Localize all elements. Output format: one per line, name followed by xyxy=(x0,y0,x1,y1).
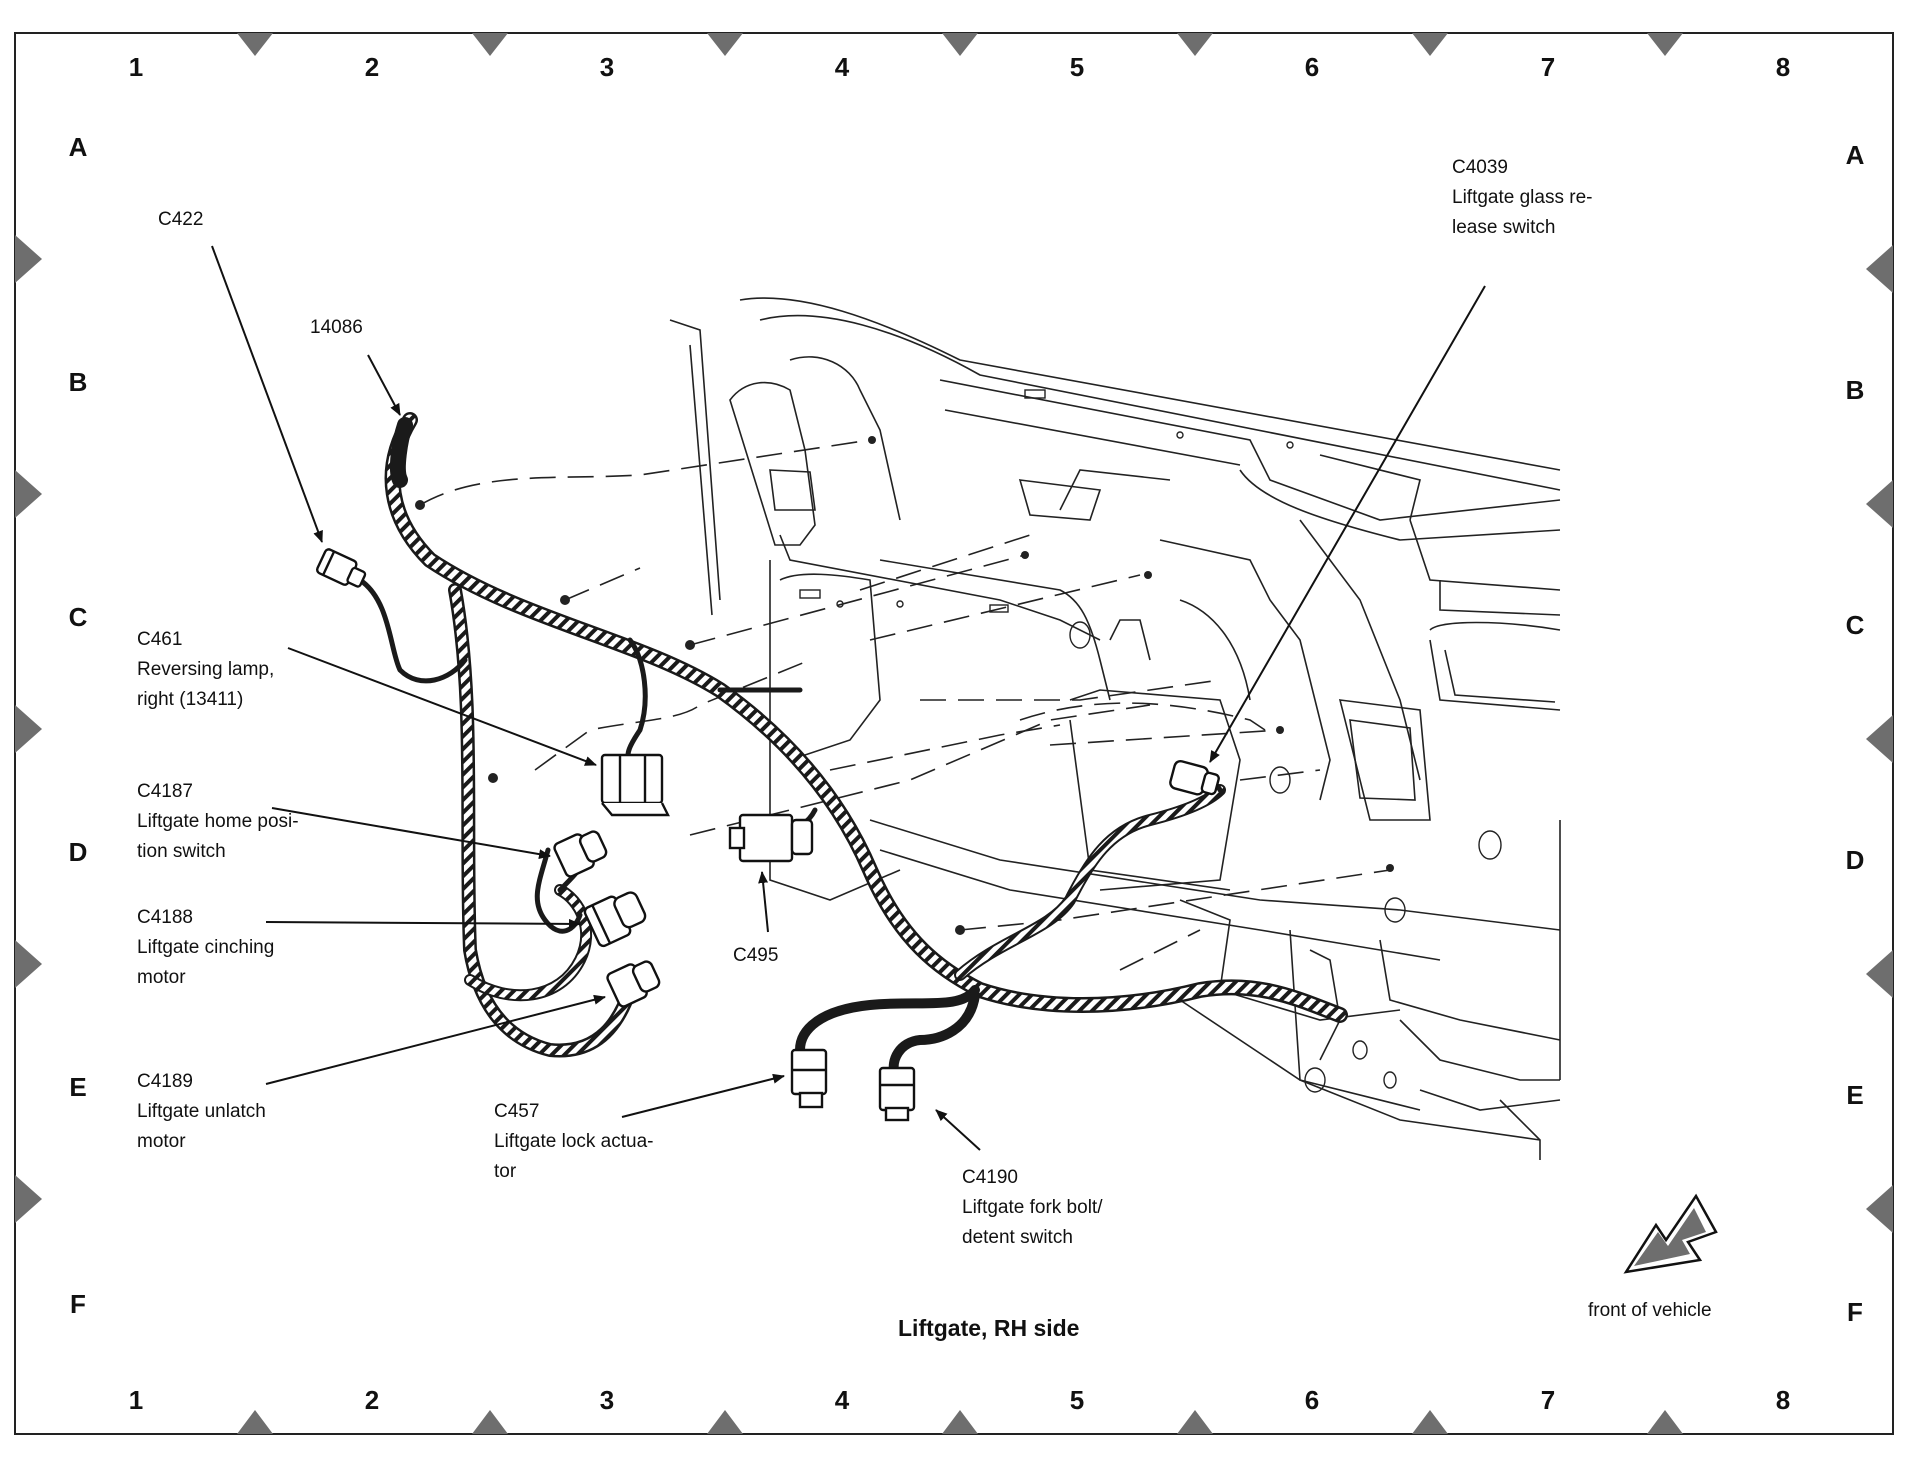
callout-c4190: C4190 Liftgate fork bolt/ detent switch xyxy=(962,1163,1102,1253)
grid-column-label: 2 xyxy=(364,1385,380,1415)
connector-c4039-shape xyxy=(1169,759,1220,796)
leader-c495 xyxy=(758,871,769,933)
leader-c4039 xyxy=(1209,285,1486,763)
orientation-label: front of vehicle xyxy=(1588,1300,1712,1321)
leader-c457 xyxy=(621,1073,785,1118)
leader-c4190 xyxy=(935,1109,981,1151)
body-holes xyxy=(799,389,1502,1093)
leader-14086 xyxy=(367,354,401,416)
callout-desc-line: motor xyxy=(137,967,186,988)
grid-row-label: E xyxy=(1846,1080,1864,1110)
grid-column-label: 5 xyxy=(1069,1385,1085,1415)
grid-column-label: 6 xyxy=(1304,1385,1320,1415)
callout-desc-line: Liftgate home posi- xyxy=(137,811,299,832)
connector-c4188-shape xyxy=(583,891,647,948)
callout-c4188: C4188 Liftgate cinching motor xyxy=(137,903,274,993)
grid-row-label: D xyxy=(1845,845,1865,875)
leader-c4189 xyxy=(265,994,606,1085)
grid-column-label: 5 xyxy=(1069,52,1085,82)
callout-desc-line: Reversing lamp, xyxy=(137,659,275,680)
connector-c422-shape xyxy=(315,548,367,588)
callout-desc-line: Liftgate glass re- xyxy=(1452,187,1593,208)
fastener-dashed-lines xyxy=(419,439,1391,971)
callout-desc-line: Liftgate cinching xyxy=(137,937,275,958)
connector-c457-shape xyxy=(790,1048,828,1109)
grid-column-label: 6 xyxy=(1304,52,1320,82)
connector-c461-shape xyxy=(600,753,670,817)
liftgate-body-panel xyxy=(669,297,1561,1160)
callout-code: C4187 xyxy=(137,781,193,802)
leader-c461 xyxy=(287,647,597,766)
grid-column-label: 3 xyxy=(599,52,615,82)
callout-c4187: C4187 Liftgate home posi- tion switch xyxy=(137,777,299,867)
grid-markers xyxy=(15,33,1893,1434)
callout-desc-line: tion switch xyxy=(137,841,226,862)
leader-lines xyxy=(211,245,1486,1151)
direction-arrow-icon xyxy=(1623,1193,1718,1274)
grid-column-label: 1 xyxy=(128,52,144,82)
wiring-harness-14086 xyxy=(384,412,1348,1080)
grid-column-label: 7 xyxy=(1540,52,1556,82)
grid-row-label: C xyxy=(1845,610,1865,640)
grid-row-label: F xyxy=(1847,1297,1863,1327)
grid-row-label: B xyxy=(68,367,88,397)
callout-code: C461 xyxy=(137,629,183,650)
callout-desc-line: motor xyxy=(137,1131,186,1152)
grid-row-label: E xyxy=(69,1072,87,1102)
connector-c4189-shape xyxy=(606,960,661,1008)
leader-c4188 xyxy=(265,918,581,929)
grid-column-label: 8 xyxy=(1775,1385,1791,1415)
callout-code: C422 xyxy=(158,209,204,230)
grid-column-label: 3 xyxy=(599,1385,615,1415)
connector-c495-shape xyxy=(728,813,814,863)
callout-desc-line: right (13411) xyxy=(137,689,244,710)
callout-code: C4188 xyxy=(137,907,193,928)
callout-desc-line: lease switch xyxy=(1452,217,1556,238)
callout-desc-line: detent switch xyxy=(962,1227,1073,1248)
callout-14086: 14086 xyxy=(310,313,363,343)
callout-desc-line: Liftgate fork bolt/ xyxy=(962,1197,1103,1218)
callout-desc-line: Liftgate unlatch xyxy=(137,1101,266,1122)
grid-column-label: 1 xyxy=(128,1385,144,1415)
callout-c457: C457 Liftgate lock actua- tor xyxy=(494,1097,653,1187)
grid-column-label: 2 xyxy=(364,52,380,82)
connector-c4187-shape xyxy=(553,830,608,878)
diagram-border xyxy=(14,32,1894,1435)
grid-column-label: 8 xyxy=(1775,52,1791,82)
callout-c422: C422 xyxy=(158,205,203,235)
grid-row-label: A xyxy=(1845,140,1865,170)
callout-c4039: C4039 Liftgate glass re- lease switch xyxy=(1452,153,1592,243)
callout-c461: C461 Reversing lamp, right (13411) xyxy=(137,625,274,715)
callout-code: C495 xyxy=(733,945,779,966)
grid-column-label: 4 xyxy=(834,1385,850,1415)
callout-code: C4039 xyxy=(1452,157,1508,178)
grid-row-label: D xyxy=(68,837,88,867)
leader-c422 xyxy=(211,245,323,543)
callout-code: C4190 xyxy=(962,1167,1018,1188)
callout-c4189: C4189 Liftgate unlatch motor xyxy=(137,1067,266,1157)
diagram-title: Liftgate, RH side xyxy=(898,1315,1080,1341)
grid-column-label: 7 xyxy=(1540,1385,1556,1415)
grid-row-label: B xyxy=(1845,375,1865,405)
grid-column-label: 4 xyxy=(834,52,850,82)
callout-code: C457 xyxy=(494,1101,540,1122)
callout-code: 14086 xyxy=(310,317,363,338)
grid-row-label: F xyxy=(70,1289,86,1319)
leader-c4187 xyxy=(271,807,551,860)
callout-desc-line: Liftgate lock actua- xyxy=(494,1131,654,1152)
grid-row-label: A xyxy=(68,132,88,162)
connector-c4190-shape xyxy=(878,1066,916,1122)
callout-desc-line: tor xyxy=(494,1161,517,1182)
connectors xyxy=(315,548,1220,1122)
callout-c495: C495 xyxy=(733,941,778,971)
callout-code: C4189 xyxy=(137,1071,193,1092)
grid-row-label: C xyxy=(68,602,88,632)
